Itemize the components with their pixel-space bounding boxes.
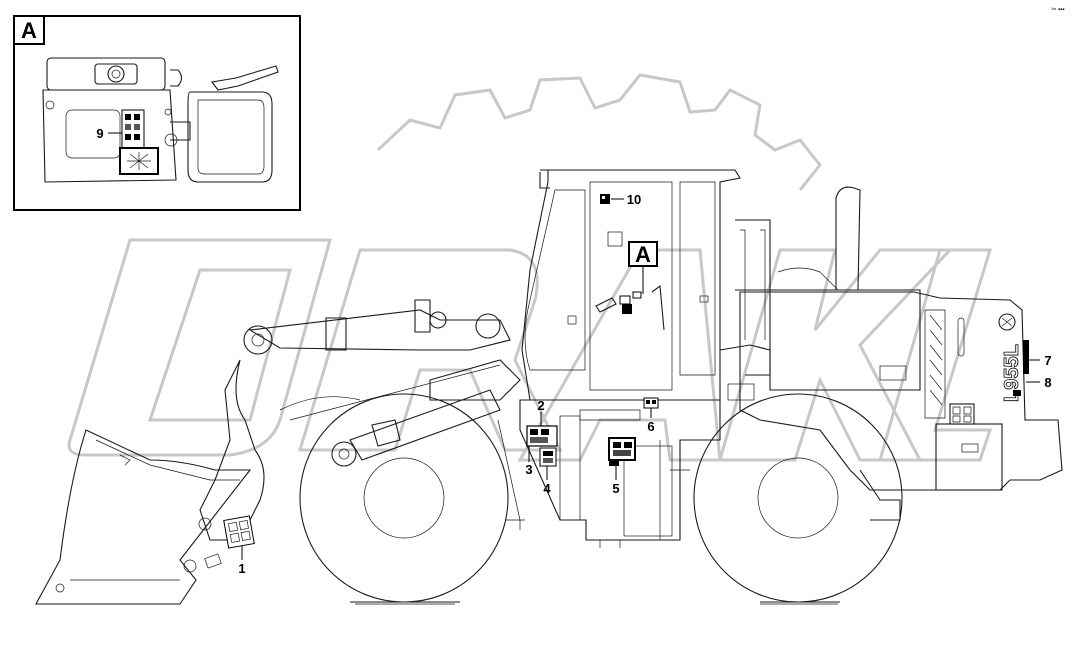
detail-box-label: A [21,18,37,43]
callout-labels: 1 2 3 4 5 6 7 8 9 10 [96,126,1051,576]
callout-8: 8 [1044,375,1051,390]
cab-marker-label: A [635,242,651,267]
callout-6: 6 [647,419,654,434]
callout-10: 10 [627,192,641,207]
wheel-loader-drawing: L955L A [35,169,1063,605]
callout-4: 4 [543,481,551,496]
model-label: L955L [1001,344,1023,402]
watermark-logo [67,73,993,462]
callout-9: 9 [96,126,103,141]
detail-box-a: A [13,15,301,211]
callout-3: 3 [525,462,532,477]
callout-2: 2 [537,398,544,413]
corner-mark: ✂ ▪▪▪ [1051,7,1064,13]
callout-7: 7 [1044,353,1051,368]
callout-1: 1 [238,561,245,576]
callout-5: 5 [612,481,619,496]
